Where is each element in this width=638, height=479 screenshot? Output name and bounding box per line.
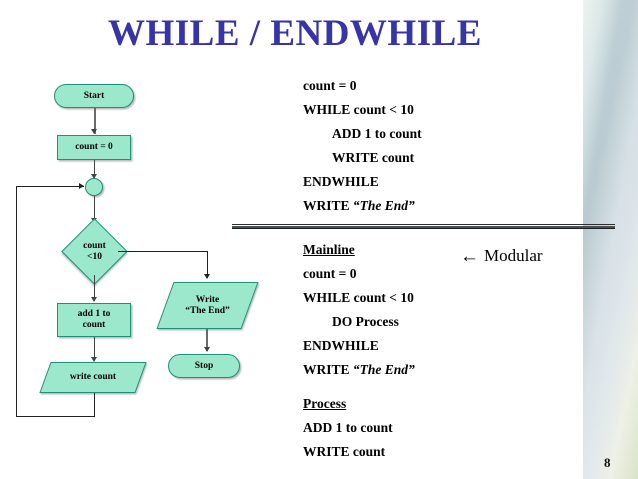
arrowhead-stop bbox=[203, 347, 210, 352]
flow-node-init: count = 0 bbox=[57, 135, 131, 160]
connector-decision-to-add bbox=[93, 275, 95, 301]
arrowhead-write-end bbox=[203, 274, 210, 279]
code-line-heading: Mainline bbox=[303, 242, 355, 257]
write-end-label-line1: Write bbox=[195, 294, 220, 305]
pseudocode-block-mainline: Mainline count = 0 WHILE count < 10 DO P… bbox=[303, 238, 415, 382]
divider-line-top bbox=[232, 224, 615, 225]
code-line: WRITE count bbox=[332, 150, 415, 165]
flow-node-write-count-label: write count bbox=[69, 372, 117, 382]
arrowhead-add bbox=[90, 297, 97, 302]
code-line: ENDWHILE bbox=[303, 174, 379, 189]
connector-junction-to-decision bbox=[93, 196, 95, 222]
modular-label: Modular bbox=[484, 246, 543, 265]
flow-node-decision-label: count <10 bbox=[66, 236, 123, 268]
loopback-bottom-segment bbox=[16, 416, 94, 418]
code-line: WHILE count < 10 bbox=[303, 290, 414, 305]
code-line-heading: Process bbox=[303, 396, 347, 411]
code-line: WRITE “The End” bbox=[303, 358, 415, 382]
connector-init-to-junction bbox=[93, 160, 95, 178]
add-label-line2: count bbox=[82, 320, 106, 330]
flowchart: Start count = 0 count <10 add 1 to count… bbox=[0, 0, 270, 440]
add-label-line1: add 1 to bbox=[77, 309, 111, 319]
page-title: WHILE / ENDWHILE bbox=[108, 13, 482, 54]
left-arrow-icon: ← bbox=[460, 246, 479, 267]
arrowhead-junction bbox=[90, 174, 97, 179]
code-line: count = 0 bbox=[303, 78, 357, 93]
flow-node-write-end-label: Write “The End” bbox=[165, 282, 250, 329]
code-line: DO Process bbox=[332, 314, 399, 329]
decision-label-line1: count bbox=[83, 241, 106, 251]
flow-node-junction bbox=[85, 178, 103, 196]
code-line: WRITE count bbox=[303, 444, 386, 459]
loopback-down-segment bbox=[93, 393, 95, 417]
decorative-edge-strip bbox=[583, 0, 638, 479]
flow-node-add: add 1 to count bbox=[57, 303, 131, 337]
page-number: 8 bbox=[604, 455, 611, 470]
arrowhead-loopback bbox=[79, 183, 84, 189]
flow-node-start: Start bbox=[54, 84, 134, 108]
arrowhead-write-count bbox=[90, 357, 97, 362]
section-divider bbox=[232, 224, 615, 229]
connector-decision-false-horizontal bbox=[118, 251, 208, 253]
code-line-italic: “The End” bbox=[352, 362, 415, 377]
write-end-label-line2: “The End” bbox=[185, 305, 230, 316]
code-line: WRITE “The End” bbox=[303, 194, 422, 218]
loopback-top-segment bbox=[16, 186, 84, 188]
code-line-text: WRITE bbox=[303, 198, 353, 213]
code-line-text: WRITE bbox=[303, 362, 353, 377]
code-line: WHILE count < 10 bbox=[303, 102, 414, 117]
modular-annotation: ← Modular bbox=[460, 246, 543, 268]
pseudocode-block-structured: count = 0 WHILE count < 10 ADD 1 to coun… bbox=[303, 74, 422, 218]
connector-write-end-to-stop bbox=[206, 329, 208, 351]
connector-start-to-init bbox=[93, 108, 96, 134]
code-line-italic: “The End” bbox=[352, 198, 415, 213]
connector-add-to-write bbox=[93, 337, 95, 361]
connector-decision-false-vertical bbox=[206, 251, 208, 278]
code-line: ADD 1 to count bbox=[303, 420, 393, 435]
code-line: count = 0 bbox=[303, 266, 357, 281]
divider-line-bottom bbox=[232, 228, 615, 229]
pseudocode-block-process: Process ADD 1 to count WRITE count bbox=[303, 392, 393, 464]
divider-line-middle bbox=[232, 226, 615, 228]
code-line: ADD 1 to count bbox=[332, 126, 422, 141]
decision-label-line2: <10 bbox=[87, 252, 102, 262]
loopback-left-segment bbox=[16, 186, 18, 417]
strip-gloss-overlay bbox=[583, 0, 638, 479]
flow-node-stop: Stop bbox=[168, 354, 240, 378]
code-line: ENDWHILE bbox=[303, 338, 379, 353]
arrowhead-init bbox=[90, 129, 97, 134]
